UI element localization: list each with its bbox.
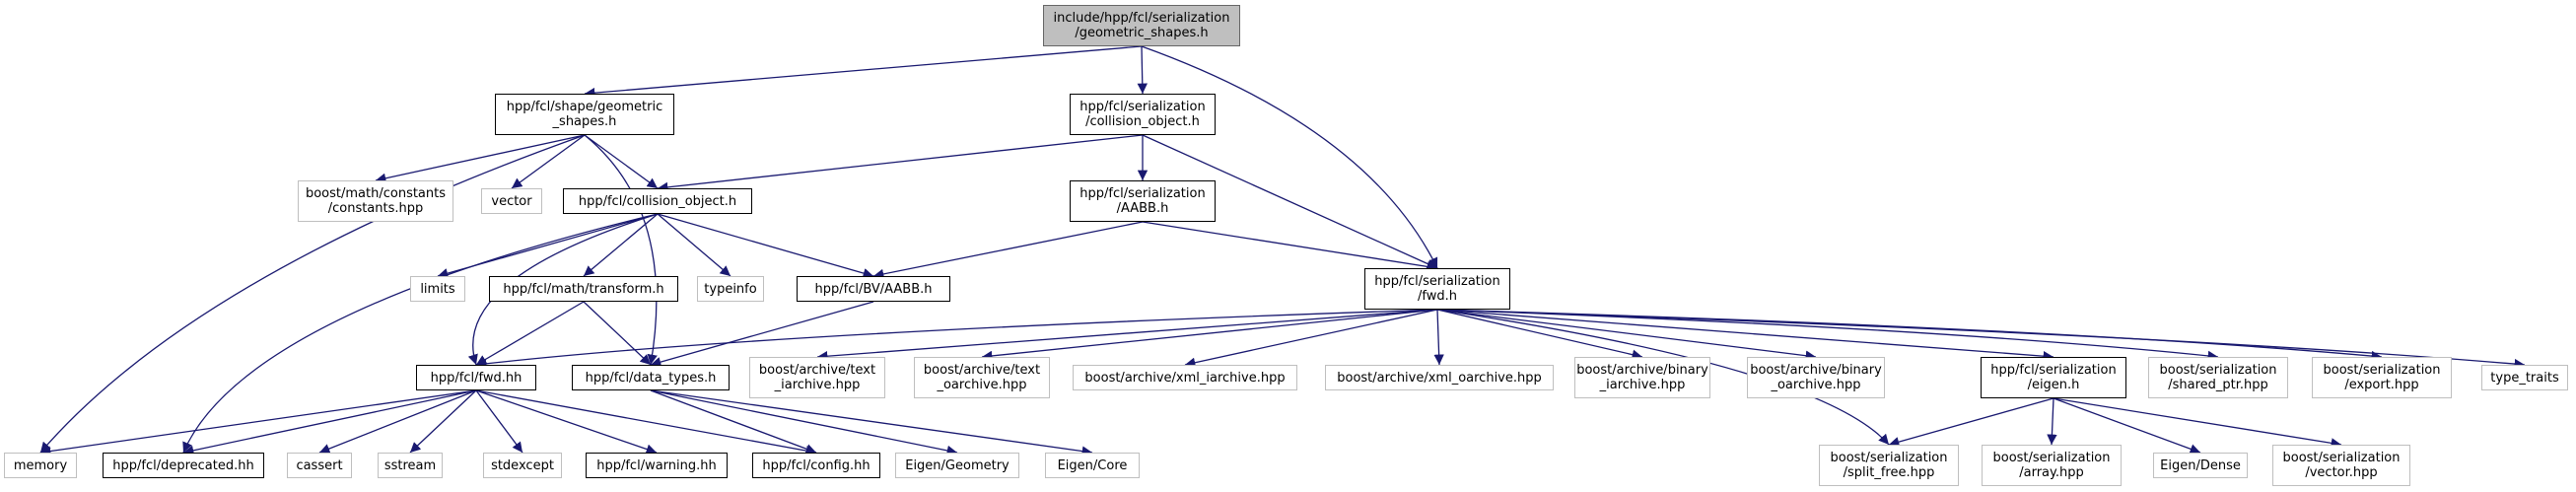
edge-ser-eigen-to-array [2047, 397, 2057, 446]
edge-data-types-to-eigen-geom [650, 389, 958, 457]
edge-bv-aabb-to-data-types [650, 301, 874, 368]
edge-fwd-to-stdexcept [475, 389, 523, 454]
edge-root-to-shape-geom [584, 45, 1143, 99]
graph-node-cassert: cassert [287, 453, 352, 478]
graph-node-bin-iarch: boost/archive/binary _iarchive.hpp [1574, 357, 1710, 398]
graph-node-ser-aabb[interactable]: hpp/fcl/serialization /AABB.h [1070, 180, 1216, 222]
edge-fwd-to-deprecated [182, 389, 477, 456]
edge-root-to-ser-fwd [1141, 45, 1438, 269]
edge-ser-fwd-to-xml-oarch [1433, 309, 1444, 366]
edge-ser-fwd-to-text-oarch [981, 309, 1438, 362]
edge-ser-aabb-to-bv-aabb [872, 221, 1144, 280]
edge-layer [39, 45, 2526, 457]
graph-node-shared-ptr: boost/serialization /shared_ptr.hpp [2148, 357, 2288, 398]
edge-ser-colobj-to-colobj [657, 134, 1144, 193]
edge-shape-geom-to-vector [511, 134, 586, 189]
graph-node-bv-aabb[interactable]: hpp/fcl/BV/AABB.h [797, 276, 950, 302]
edge-ser-fwd-to-ser-eigen [1436, 309, 2054, 362]
edge-ser-fwd-to-text-iarch [816, 309, 1438, 362]
graph-node-root[interactable]: include/hpp/fcl/serialization /geometric… [1043, 5, 1240, 46]
edge-shape-geom-to-colobj [584, 134, 659, 189]
edge-colobj-to-transform [583, 213, 659, 277]
graph-node-bin-oarch: boost/archive/binary _oarchive.hpp [1747, 357, 1885, 398]
edge-shape-geom-to-boost-const [375, 134, 586, 183]
edge-ser-aabb-to-ser-fwd [1142, 221, 1438, 272]
edge-ser-fwd-to-xml-iarch [1184, 309, 1438, 368]
edge-shape-geom-to-memory [39, 134, 586, 454]
graph-node-transform[interactable]: hpp/fcl/math/transform.h [489, 276, 678, 302]
edge-ser-fwd-to-split-free [1436, 309, 1890, 446]
edge-ser-eigen-to-ser-vector [2053, 397, 2342, 449]
graph-node-type-traits: type_traits [2481, 365, 2568, 390]
graph-node-memory: memory [4, 453, 77, 478]
edge-ser-colobj-to-ser-fwd [1142, 134, 1438, 269]
edge-transform-to-data-types [583, 301, 652, 366]
edge-colobj-to-typeinfo [657, 213, 731, 277]
edge-ser-fwd-to-fwd [475, 309, 1438, 369]
graph-node-ser-vector: boost/serialization /vector.hpp [2272, 445, 2410, 486]
graph-node-eigen-geom: Eigen/Geometry [895, 453, 1019, 478]
graph-node-ser-colobj[interactable]: hpp/fcl/serialization /collision_object.… [1070, 94, 1216, 135]
graph-node-xml-iarch: boost/archive/xml_iarchive.hpp [1073, 365, 1297, 390]
edge-ser-eigen-to-eigen-dense [2053, 397, 2201, 455]
edge-data-types-to-eigen-core [650, 389, 1093, 457]
edge-data-types-to-config [650, 389, 817, 455]
graph-node-boost-const: boost/math/constants /constants.hpp [298, 180, 453, 222]
edge-transform-to-fwd [475, 301, 585, 366]
graph-node-stdexcept: stdexcept [483, 453, 562, 478]
graph-node-colobj[interactable]: hpp/fcl/collision_object.h [563, 188, 752, 214]
edge-fwd-to-sstream [409, 389, 477, 454]
graph-node-ser-eigen[interactable]: hpp/fcl/serialization /eigen.h [1981, 357, 2126, 398]
graph-node-limits: limits [410, 276, 465, 302]
edge-fwd-to-cassert [318, 389, 477, 455]
graph-node-eigen-dense: Eigen/Dense [2153, 453, 2248, 478]
graph-node-config[interactable]: hpp/fcl/config.hh [752, 453, 880, 478]
graph-node-sstream: sstream [378, 453, 443, 478]
graph-node-vector: vector [481, 188, 542, 214]
edge-ser-fwd-to-bin-iarch [1436, 309, 1643, 360]
graph-node-export: boost/serialization /export.hpp [2312, 357, 2452, 398]
graph-node-text-iarch: boost/archive/text _iarchive.hpp [749, 357, 885, 398]
graph-node-text-oarch: boost/archive/text _oarchive.hpp [914, 357, 1050, 398]
graph-node-warning[interactable]: hpp/fcl/warning.hh [586, 453, 728, 478]
edge-ser-fwd-to-type-traits [1436, 309, 2526, 370]
graph-node-split-free: boost/serialization /split_free.hpp [1819, 445, 1959, 486]
graph-node-array: boost/serialization /array.hpp [1982, 445, 2122, 486]
graph-node-shape-geom[interactable]: hpp/fcl/shape/geometric _shapes.h [495, 94, 674, 135]
edge-ser-fwd-to-bin-oarch [1436, 309, 1817, 361]
edge-fwd-to-memory [39, 389, 477, 457]
graph-node-xml-oarch: boost/archive/xml_oarchive.hpp [1325, 365, 1554, 390]
edge-shape-geom-to-data-types [584, 134, 658, 366]
graph-node-fwd[interactable]: hpp/fcl/fwd.hh [416, 365, 536, 390]
edge-fwd-to-warning [475, 389, 658, 455]
graph-node-ser-fwd[interactable]: hpp/fcl/serialization /fwd.h [1364, 268, 1510, 310]
edge-colobj-to-deprecated [182, 213, 659, 454]
graph-node-eigen-core: Eigen/Core [1045, 453, 1140, 478]
edge-fwd-to-config [475, 389, 817, 457]
graph-node-data-types[interactable]: hpp/fcl/data_types.h [572, 365, 730, 390]
edge-ser-eigen-to-split-free [1888, 397, 2054, 448]
graph-node-typeinfo: typeinfo [697, 276, 764, 302]
edge-root-to-ser-colobj [1137, 45, 1148, 95]
graph-node-deprecated[interactable]: hpp/fcl/deprecated.hh [103, 453, 264, 478]
edge-colobj-to-bv-aabb [657, 213, 874, 279]
